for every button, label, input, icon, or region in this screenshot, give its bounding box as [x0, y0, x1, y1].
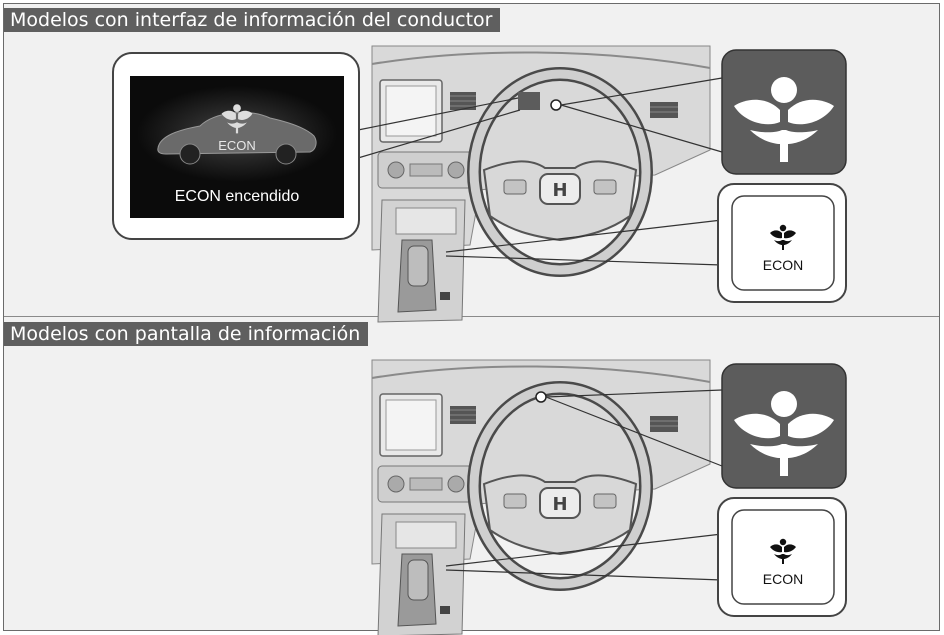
- display-area-marker: [518, 92, 540, 110]
- econ-indicator-panel: [721, 49, 847, 175]
- econ-leaf-icon: [221, 104, 253, 134]
- button-callout-lines: [445, 533, 723, 581]
- econ-button-label: ECON: [763, 257, 803, 273]
- inset-status-text: ECON encendido: [174, 188, 300, 205]
- driver-display-inset: ECON ECON encendido: [112, 52, 360, 240]
- indicator-location-dot: [535, 391, 547, 403]
- button-callout-lines: [445, 219, 723, 266]
- inset-callout-lines: [357, 97, 521, 159]
- section-divider: [4, 316, 939, 317]
- section-label-info-display: Modelos con pantalla de información: [4, 322, 369, 346]
- indicator-callout-lines: [545, 389, 723, 467]
- dashboard-drawing-bottom: ECON: [372, 360, 847, 635]
- section-label-driver-interface: Modelos con interfaz de información del …: [4, 8, 501, 32]
- indicator-location-dot: [550, 99, 562, 111]
- econ-indicator-panel: [721, 363, 847, 489]
- indicator-callout-lines: [560, 77, 723, 153]
- econ-button-label: ECON: [763, 571, 803, 587]
- inset-econ-badge: ECON: [218, 138, 256, 153]
- car-silhouette: [137, 86, 337, 182]
- dashboard-drawing-top: ECON: [357, 46, 847, 322]
- driver-display-screen: ECON ECON encendido: [130, 76, 344, 218]
